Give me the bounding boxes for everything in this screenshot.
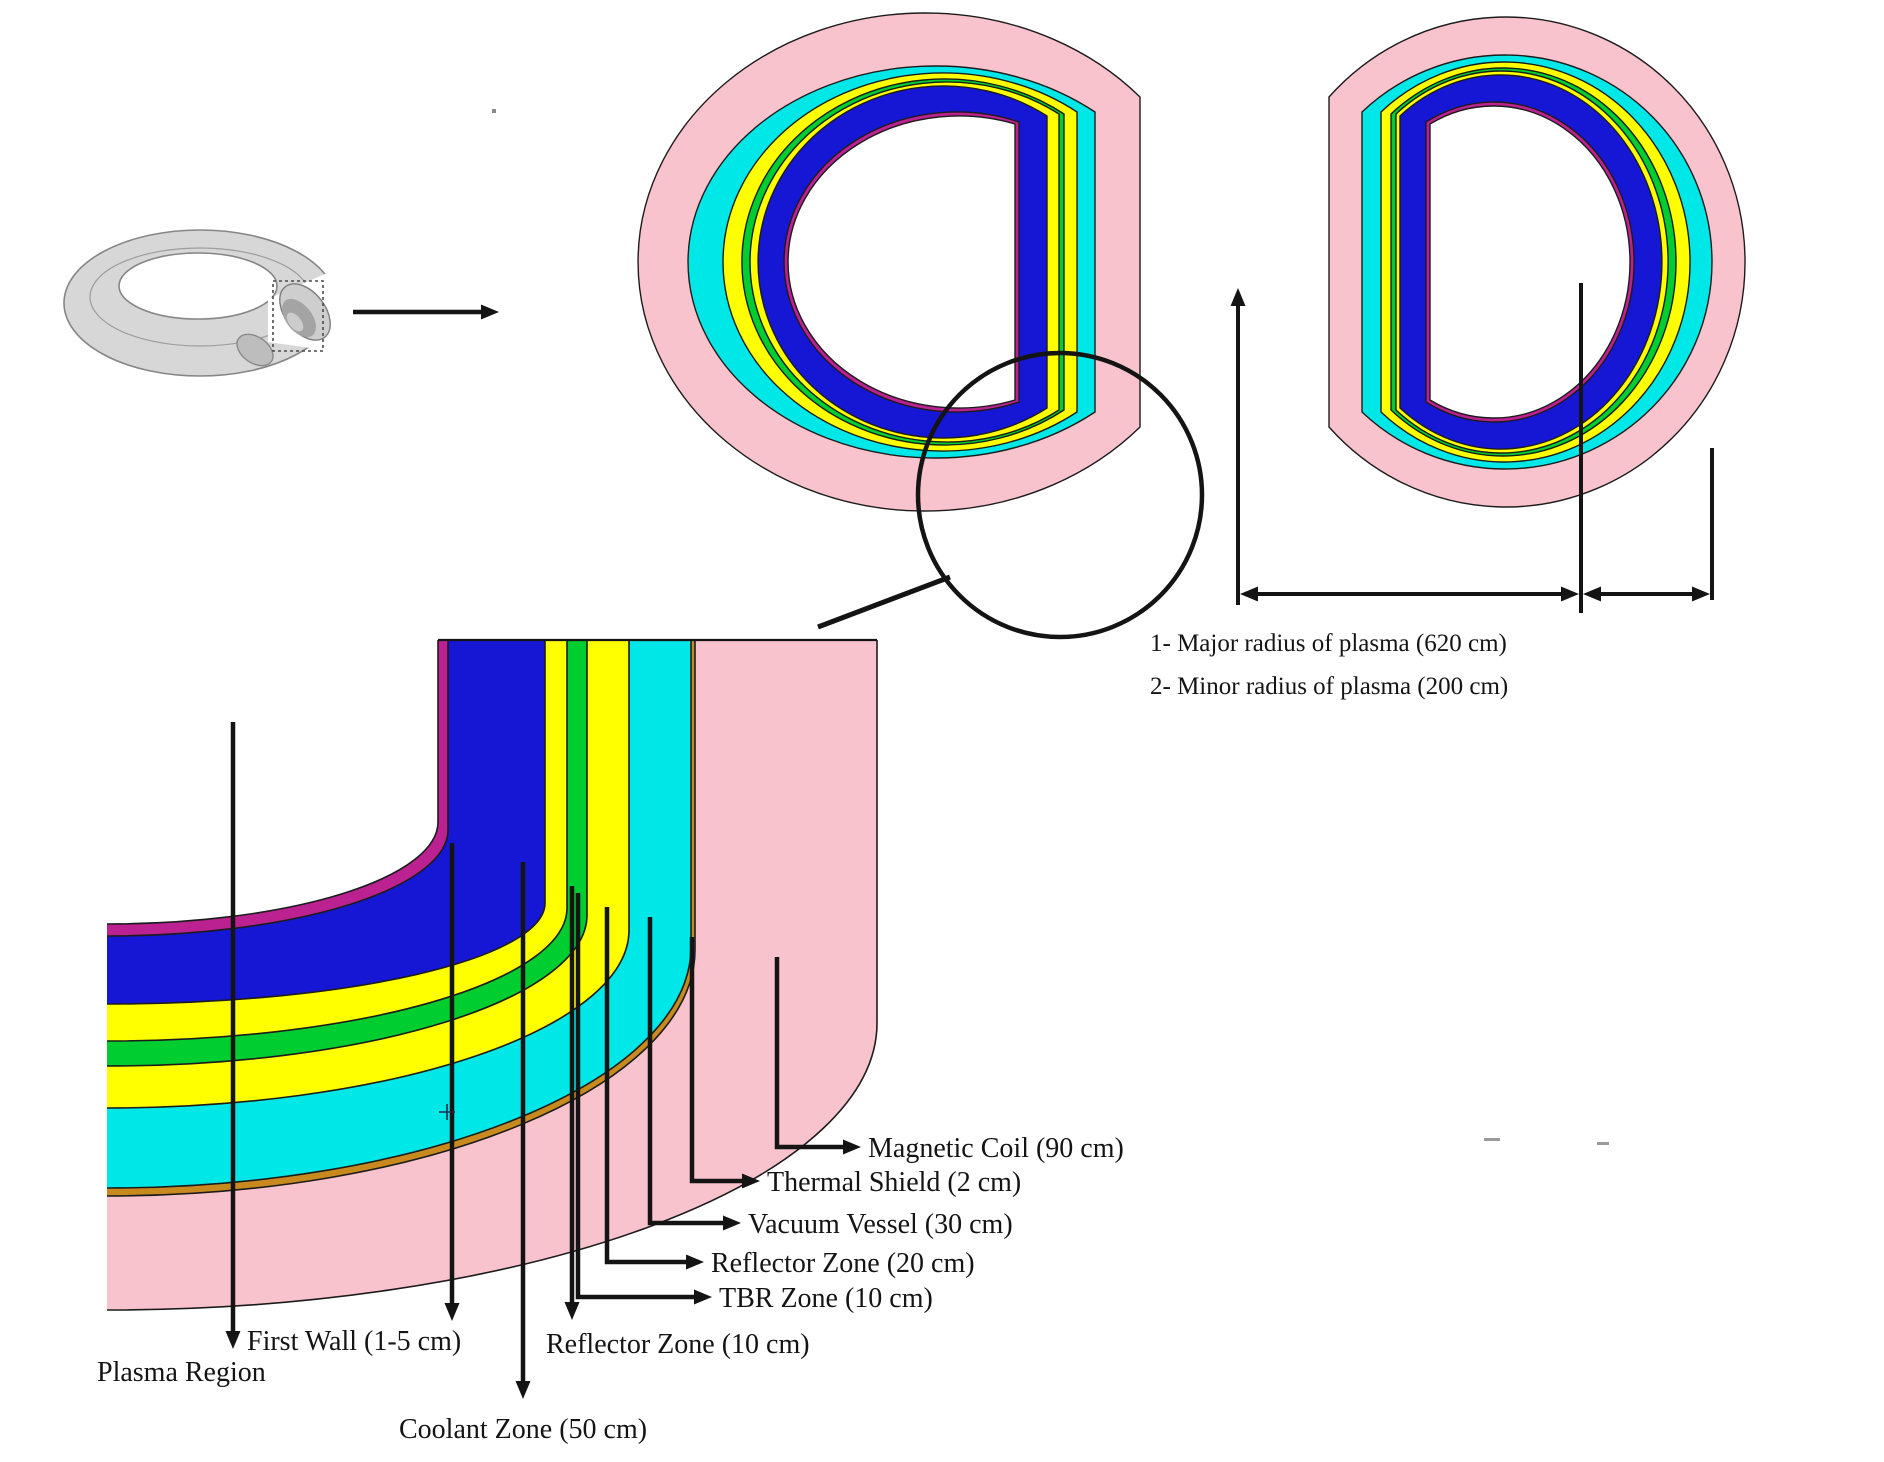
arrow-head: [481, 304, 499, 320]
pointer-head-magnetic: [843, 1139, 861, 1155]
pointer-head-thermal: [742, 1173, 760, 1189]
pointer-head-vacuum: [723, 1215, 741, 1231]
torus-cut-face: [286, 312, 304, 332]
pointer-vacuum: [647, 917, 727, 1226]
cross-section-left: [637, 12, 1141, 512]
pointer-reflector20: [604, 907, 690, 1265]
scan-artifacts: [439, 109, 1609, 1145]
layer-detail-view: [106, 638, 878, 1311]
pointer-head-reflector20: [686, 1254, 704, 1270]
pointer-thermal: [689, 937, 746, 1184]
label-reflector-20: Reflector Zone (20 cm): [711, 1248, 975, 1279]
pointer-head-tbr: [694, 1289, 712, 1305]
label-first-wall: First Wall (1-5 cm): [247, 1326, 461, 1357]
pointer-magnetic: [774, 957, 847, 1150]
dim-arrow-up: [1230, 288, 1246, 306]
zone-labels: Plasma Region First Wall (1-5 cm) Coolan…: [97, 630, 1508, 1445]
label-minor-radius: 2- Minor radius of plasma (200 cm): [1150, 673, 1508, 700]
pointer-head-plasma: [225, 1331, 241, 1349]
dim-minor-arrowhead-left: [1583, 586, 1601, 602]
torus-selection-box: [272, 280, 324, 352]
dimension-lines: [1230, 283, 1714, 613]
pointer-head-coolant: [515, 1381, 531, 1399]
label-tbr-zone: TBR Zone (10 cm): [719, 1283, 933, 1314]
label-vacuum-vessel: Vacuum Vessel (30 cm): [748, 1209, 1013, 1240]
label-plasma-region: Plasma Region: [97, 1357, 266, 1388]
detail-band-white: [107, 640, 438, 924]
detail-band-outline-yellow: [106, 640, 568, 1042]
label-major-radius: 1- Major radius of plasma (620 cm): [1150, 630, 1507, 657]
label-coolant-zone: Coolant Zone (50 cm): [399, 1414, 647, 1445]
torus-to-section-arrow: [353, 304, 499, 320]
magnifier-circle: [915, 350, 1205, 640]
speck: [492, 109, 496, 113]
zoom-circle: [817, 350, 1205, 640]
pointer-head-firstwall: [444, 1303, 460, 1321]
detail-band-outline-orange: [106, 640, 696, 1197]
section-layer-white: [787, 115, 1016, 409]
dim-major-arrowhead-left: [1240, 586, 1258, 602]
speck-dash: [1597, 1142, 1609, 1145]
torus-cut-face: [236, 333, 274, 367]
cross-section-right: [1328, 16, 1746, 508]
speck-dash: [1484, 1138, 1500, 1141]
dim-major-arrowhead-right: [1561, 586, 1579, 602]
label-thermal-shield: Thermal Shield (2 cm): [767, 1167, 1021, 1198]
dim-minor-arrowhead-right: [1692, 586, 1710, 602]
pointer-tbr: [575, 893, 698, 1300]
crosshair-mark: [439, 1104, 455, 1120]
pointer-head-reflector10: [564, 1302, 580, 1320]
label-magnetic-coil: Magnetic Coil (90 cm): [868, 1133, 1124, 1164]
detail-band-outline-cyan: [106, 640, 692, 1189]
detail-band-outline-white: [106, 640, 439, 925]
detail-band-outline-magenta: [106, 640, 449, 937]
zone-pointer-arrows: [225, 722, 861, 1399]
label-reflector-10: Reflector Zone (10 cm): [546, 1329, 810, 1360]
magnifier-connector-line: [817, 574, 951, 630]
detail-band-outline-blue: [106, 640, 546, 1005]
torus-3d-view: [63, 229, 352, 377]
